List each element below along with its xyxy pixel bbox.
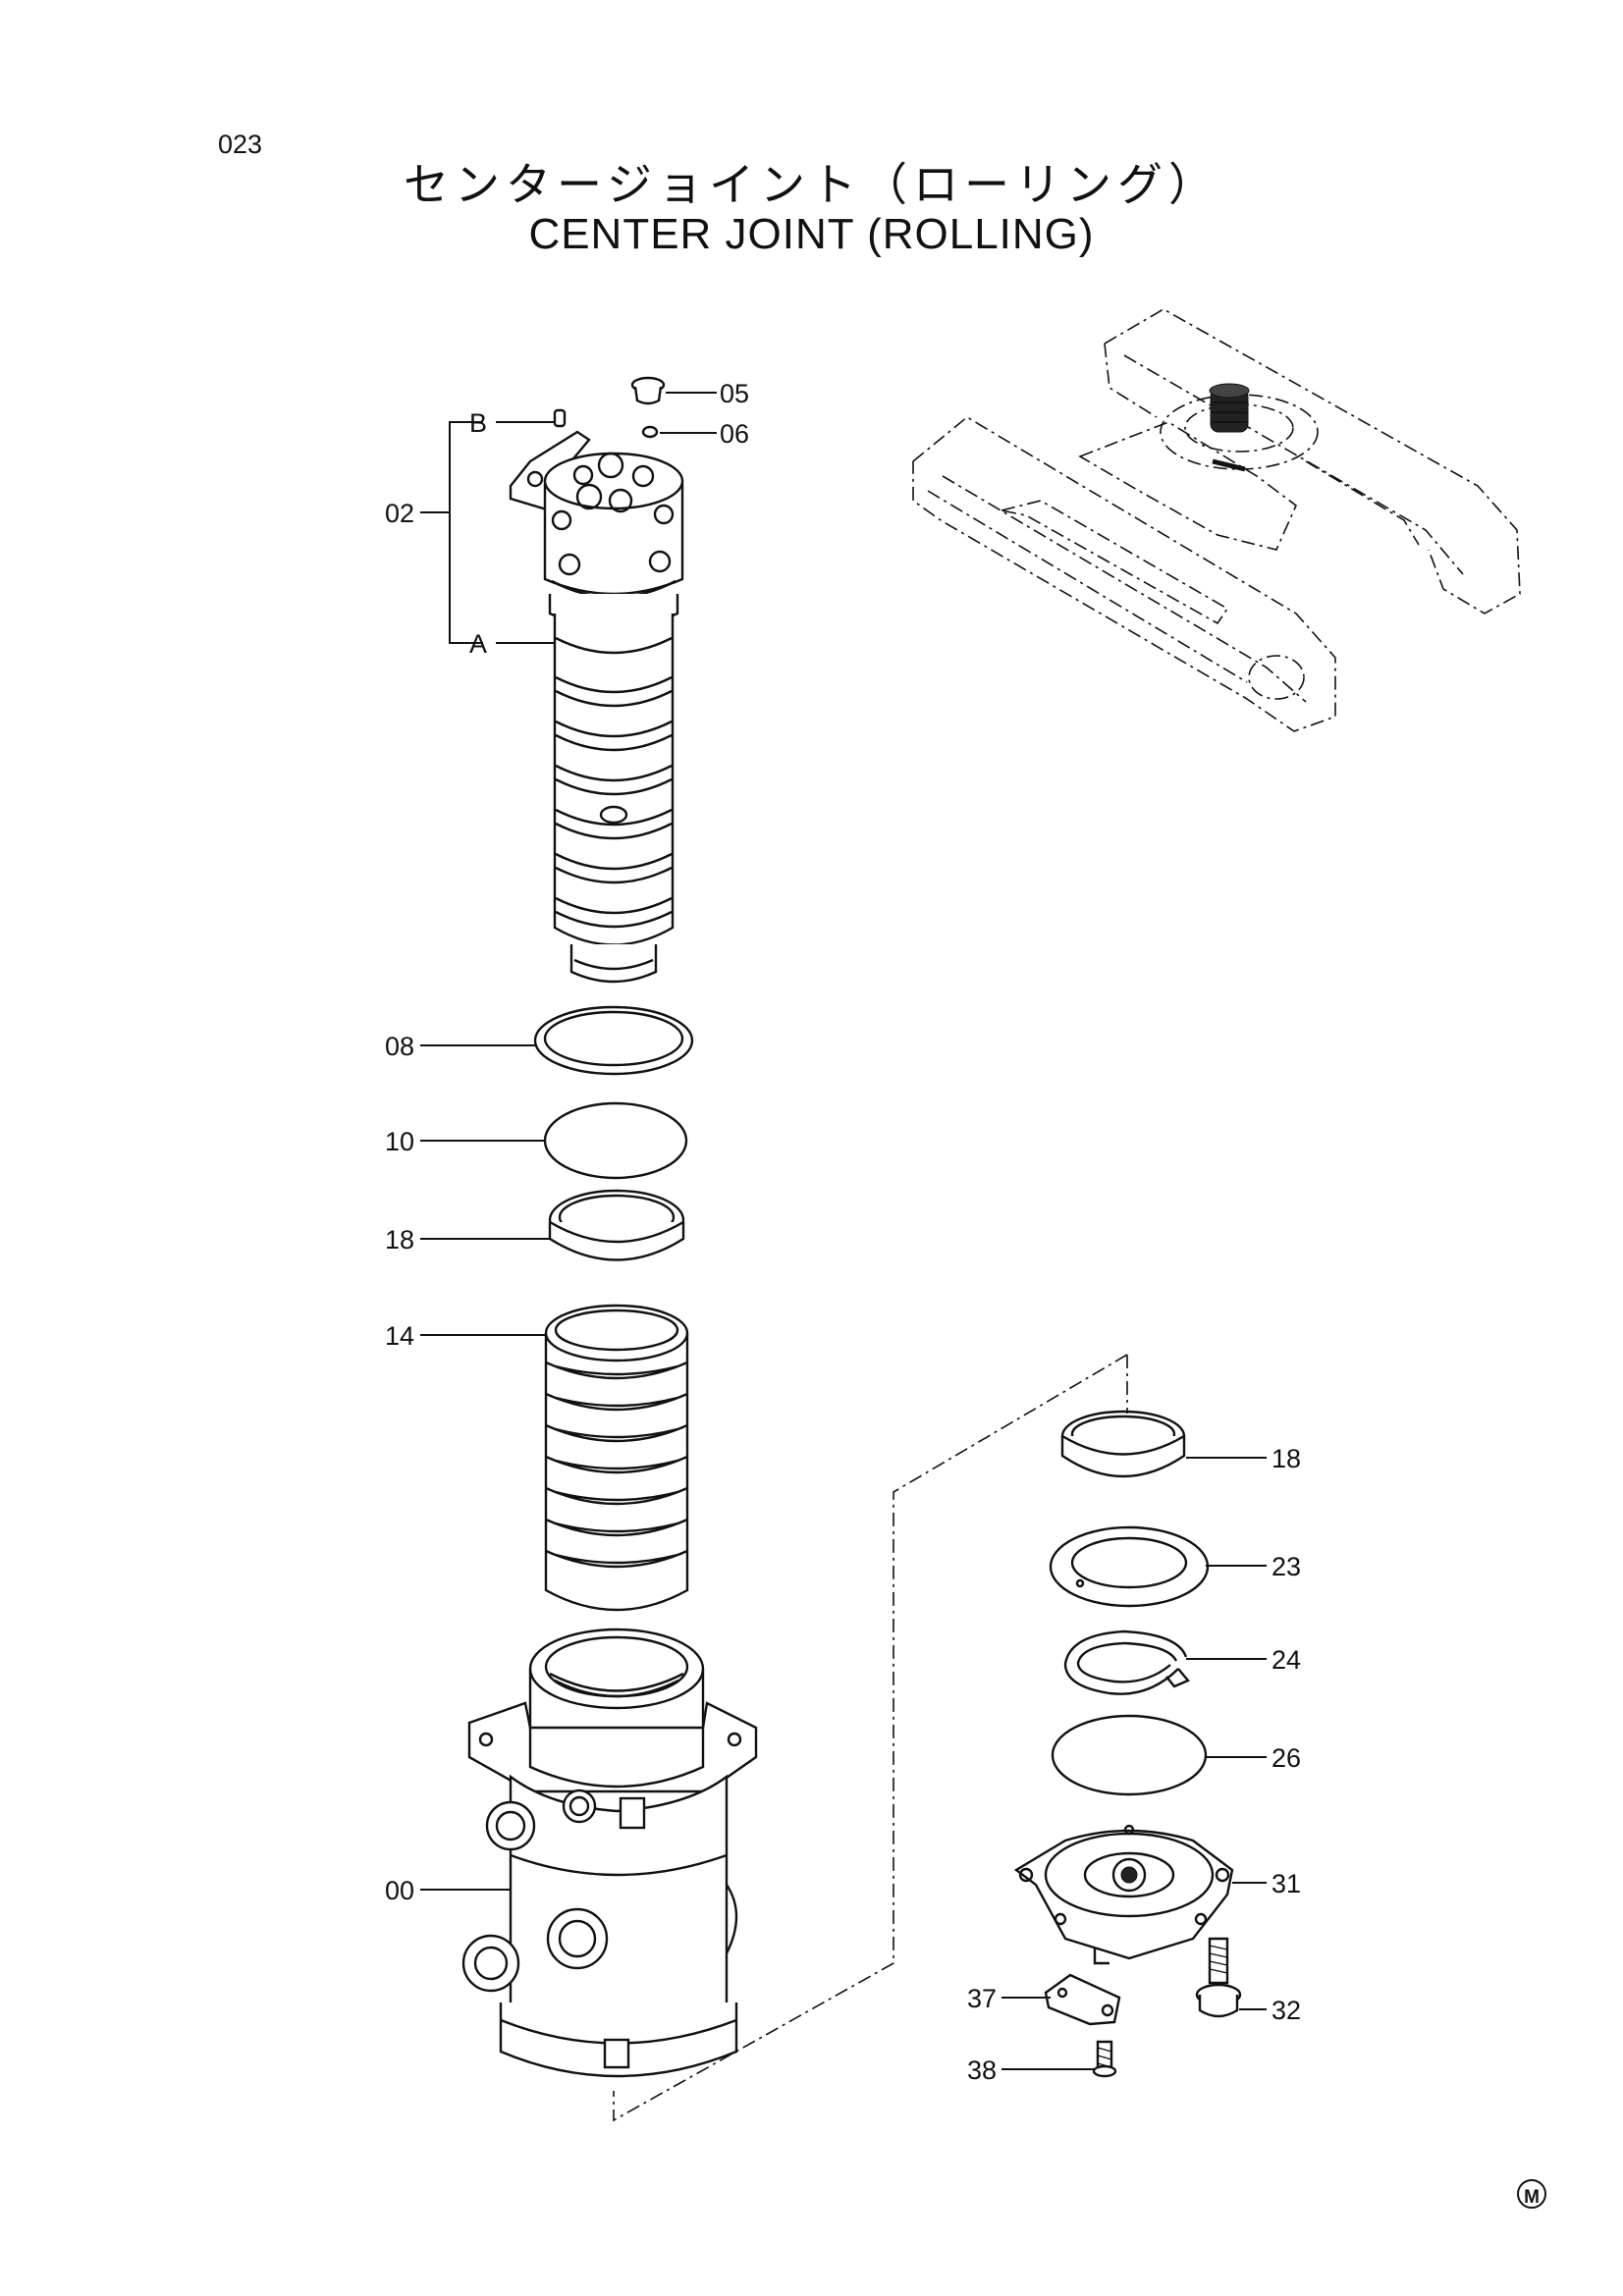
part-23-washer (1049, 1525, 1210, 1608)
callout-a: A (469, 629, 487, 659)
callout-32: 32 (1271, 1996, 1301, 2025)
part-26-seal (1051, 1714, 1208, 1796)
assembly-centerline (613, 1354, 1128, 2122)
callout-b: B (469, 408, 487, 438)
part-06-o-ring (641, 425, 659, 439)
callout-10: 10 (385, 1127, 414, 1156)
part-08-o-ring (533, 1005, 694, 1076)
part-38-screw (1092, 2040, 1117, 2078)
part-02-rotor-shaft (509, 430, 684, 984)
part-14-seal-stack (544, 1304, 689, 1612)
shaft-grooves (555, 675, 673, 929)
part-18-ring-right (1060, 1410, 1186, 1478)
svg-text:M: M (1524, 2187, 1540, 2208)
callout-31: 31 (1271, 1869, 1301, 1898)
callout-00: 00 (385, 1876, 414, 1905)
part-37-plate (1044, 1973, 1121, 2026)
callout-38: 38 (967, 2056, 997, 2085)
callout-02: 02 (385, 499, 414, 528)
part-32-bolt (1195, 1937, 1242, 2018)
callout-26: 26 (1271, 1743, 1301, 1773)
callout-24: 24 (1271, 1645, 1301, 1675)
callout-14: 14 (385, 1321, 414, 1351)
callout-23: 23 (1271, 1552, 1301, 1581)
pin-b (553, 408, 567, 428)
part-10-seal (543, 1101, 688, 1180)
callout-18-right: 18 (1271, 1444, 1301, 1473)
undercarriage-location-view (912, 308, 1521, 732)
part-00-body (461, 1628, 758, 2078)
leader-lines (420, 392, 1267, 2070)
callout-08: 08 (385, 1032, 414, 1061)
title-english: CENTER JOINT (ROLLING) (528, 210, 1095, 258)
circled-m-mark: M (1517, 2179, 1546, 2209)
callout-37: 37 (967, 1984, 997, 2013)
part-31-cover (1013, 1824, 1234, 1965)
part-24-snap-ring (1063, 1629, 1190, 1695)
title-japanese: センタージョイント（ローリング） (403, 158, 1220, 211)
callout-06: 06 (720, 419, 749, 449)
part-18-ring-left (548, 1189, 685, 1261)
part-05-plug (630, 376, 666, 405)
callout-05: 05 (720, 379, 749, 408)
callout-18-left: 18 (385, 1225, 414, 1255)
page-number: 023 (218, 130, 263, 159)
